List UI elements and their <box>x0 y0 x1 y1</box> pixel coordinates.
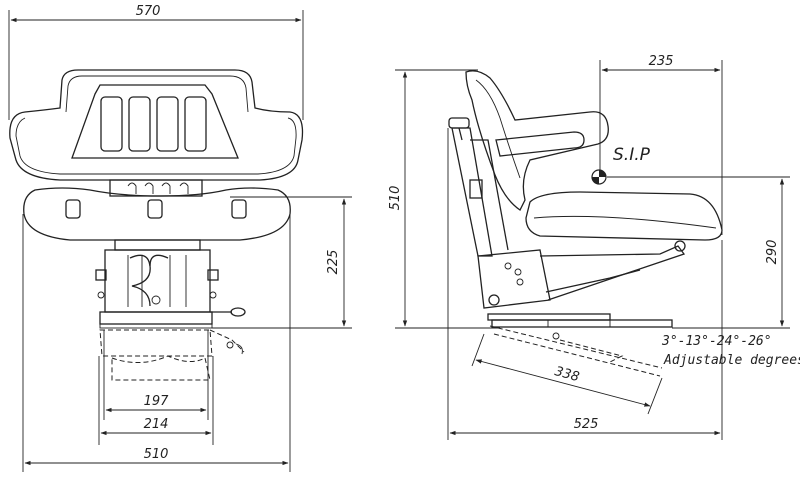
dim-525-label: 525 <box>574 417 599 432</box>
dim-line-338 <box>475 359 651 407</box>
armrest <box>495 131 585 157</box>
dim-225-label: 225 <box>326 250 341 275</box>
sip-label: S.I.P <box>613 145 651 165</box>
dim-235-label: 235 <box>649 54 674 69</box>
dim-570-label: 570 <box>136 4 161 19</box>
side-backrest <box>465 70 609 211</box>
dim-214-label: 214 <box>144 417 169 432</box>
angles-label: 3°-13°-24°-26° <box>661 334 772 349</box>
dim-510-bottom-label: 510 <box>144 447 169 462</box>
adjustable-degrees-label: Adjustable degrees <box>663 353 800 368</box>
dim-510-height-label: 510 <box>388 186 403 211</box>
dim-197-label: 197 <box>144 394 170 409</box>
dim-290-label: 290 <box>765 240 780 265</box>
side-view: 510 235 S.I.P 290 <box>388 54 800 440</box>
front-backrest <box>9 69 304 181</box>
backrest-panel <box>71 84 239 159</box>
sip-marker <box>591 169 607 185</box>
front-seat-cushion <box>23 187 291 241</box>
dim-338-label: 338 <box>553 364 581 385</box>
side-seat-cushion <box>525 191 723 241</box>
front-view: 570 <box>8 4 352 472</box>
